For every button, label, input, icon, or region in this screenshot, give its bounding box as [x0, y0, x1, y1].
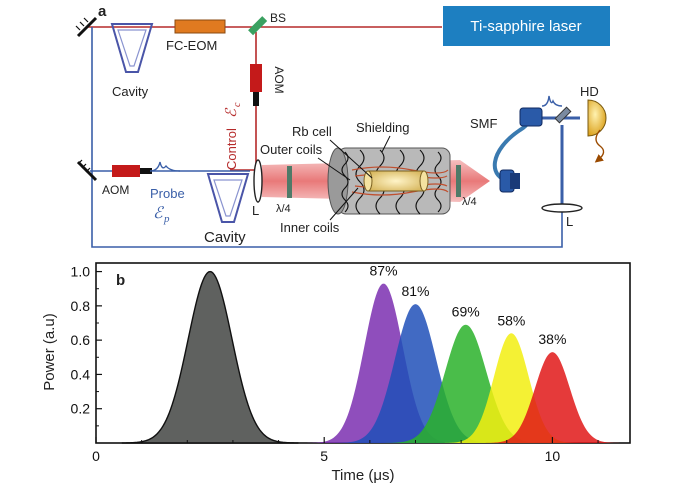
control-label: Control [224, 128, 239, 170]
qwp-left-label: λ/4 [276, 203, 291, 215]
y-tick-label-0: 0.2 [71, 401, 91, 417]
probe-subscript: p [163, 213, 170, 225]
axis-ticks: 0 5 10 0.2 0.4 0.6 0.8 1.0 [71, 264, 599, 464]
pulse-area-4 [441, 333, 581, 443]
pulse-area-3 [383, 324, 548, 443]
qwp-left [287, 166, 292, 198]
outer-coils-label: Outer coils [260, 142, 323, 157]
x-tick-label-2: 10 [545, 448, 561, 464]
probe-loop-beam [91, 27, 563, 248]
probe-pulse-icon [149, 161, 181, 172]
beam-splitter [248, 16, 268, 36]
aom-vertical-label: AOM [272, 66, 286, 93]
mirror-top-left [75, 16, 98, 38]
pulse-area-1 [306, 283, 461, 443]
panel-a-label: a [98, 3, 107, 20]
x-tick-label-1: 5 [320, 448, 328, 464]
y-axis-label: Power (a.u) [41, 313, 58, 391]
fc-eom-label: FC-EOM [166, 38, 217, 53]
efficiency-label-5: 38% [538, 331, 566, 347]
x-axis-label: Time (μs) [331, 467, 394, 484]
rb-cell-leader [329, 139, 373, 179]
laser-box [443, 6, 610, 46]
lens-left-label: L [252, 203, 259, 218]
pulse-curves: 87%81% 69% 58% 38% [121, 263, 622, 444]
inner-coils-leader [329, 187, 359, 221]
cavity-top-label: Cavity [112, 84, 149, 99]
pulse-area-0 [121, 270, 299, 444]
inner-coils-label: Inner coils [280, 220, 340, 235]
hd-signal-arrow [594, 129, 605, 163]
hd-detector [587, 99, 607, 137]
lens-left [253, 159, 263, 203]
efficiency-label-4: 58% [497, 312, 525, 328]
pulse-area-5 [483, 352, 622, 443]
output-pulse-icon [541, 95, 563, 107]
y-tick-label-3: 0.8 [71, 298, 91, 314]
probe-symbol: ℰ [153, 205, 165, 222]
pulse-area-2 [333, 304, 498, 443]
qwp-right-label: λ/4 [462, 196, 477, 208]
aom-vertical-box [250, 64, 262, 92]
lens-right-label: L [566, 214, 573, 229]
outer-coils-leader [317, 157, 351, 181]
aom-left-box [112, 165, 140, 177]
probe-label: Probe [150, 186, 185, 201]
qwp-right [456, 165, 461, 197]
efficiency-label-3: 69% [452, 304, 480, 320]
shielding-label: Shielding [356, 120, 410, 135]
bs-label: BS [270, 11, 286, 25]
panel-a-diagram: a [75, 3, 610, 248]
rb-cell [363, 170, 429, 192]
aom-left-label: AOM [102, 183, 129, 197]
control-label-group: Control ℰ c [224, 102, 243, 170]
lens-right [541, 203, 583, 213]
y-tick-label-1: 0.4 [71, 366, 91, 382]
hd-label: HD [580, 84, 599, 99]
panel-b-label: b [116, 272, 125, 289]
aom-vertical-mount [253, 92, 259, 106]
efficiency-label-2: 81% [401, 283, 429, 299]
fiber-coupler-in [499, 169, 520, 193]
fiber-coupler-out [519, 107, 543, 127]
smf-label: SMF [470, 116, 498, 131]
mirror-left [76, 159, 98, 182]
fc-eom-box [174, 19, 226, 34]
control-subscript: c [232, 102, 243, 107]
control-symbol: ℰ [224, 107, 240, 118]
panel-b-chart: b 87%81% 69% 58% 38% 0 5 10 0.2 0.4 0.6 0.8 1.0 Ti… [41, 262, 631, 484]
shielding-leader [381, 135, 391, 153]
hd-beamsplitter [554, 106, 572, 124]
laser-label: Ti-sapphire laser [470, 18, 581, 35]
cavity-bottom [206, 173, 250, 223]
aom-left-mount [140, 168, 152, 174]
cavity-top [110, 23, 154, 73]
y-tick-label-4: 1.0 [71, 264, 91, 280]
cavity-bottom-label: Cavity [204, 229, 246, 246]
x-tick-label-0: 0 [92, 448, 100, 464]
efficiency-label-1: 87% [370, 263, 398, 279]
rb-cell-label: Rb cell [292, 124, 332, 139]
y-tick-label-2: 0.6 [71, 332, 91, 348]
